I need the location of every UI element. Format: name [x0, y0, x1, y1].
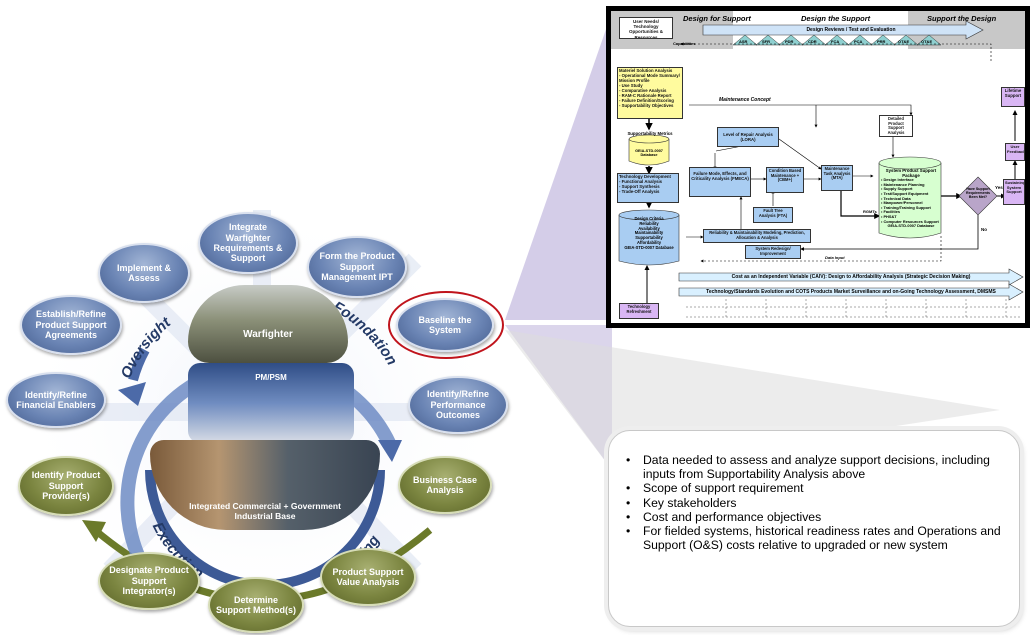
milestone-asr: ASR [739, 39, 748, 44]
callout-bullet: Key stakeholders [626, 496, 1015, 510]
pm-psm-label: PM/PSM [255, 373, 287, 382]
decision-label: Have Support Requirements Been Met? [966, 187, 990, 200]
node-integrate-warfighter[interactable]: Integrate Warfighter Requirements & Supp… [198, 212, 298, 274]
caiv-label: Cost as an Independent Variable (CAIV): … [731, 274, 971, 280]
milestone-cdr: CDR [808, 39, 817, 44]
node-identify-performance[interactable]: Identify/Refine Performance Outcomes [408, 376, 508, 434]
materiel-analysis-box: Materiel Solution Analysis - Operational… [617, 67, 683, 119]
tech-evolution-label: Technology/Standards Evolution and COTS … [706, 289, 996, 295]
phase-design-for-support: Design for Support [683, 14, 751, 23]
oversight-label: Oversight [118, 313, 175, 381]
baseline-callout: Data needed to assess and analyze suppor… [608, 430, 1020, 627]
lifetime-support-box: Lifetime Support [1001, 87, 1025, 107]
industrial-base-label: Integrated Commercial + Government Indus… [189, 501, 341, 521]
flowchart-arrows [618, 20, 1024, 318]
warfighter-label: Warfighter [243, 329, 293, 340]
maintenance-concept-label: Maintenance Concept [719, 97, 771, 103]
node-establish-refine[interactable]: Establish/Refine Product Support Agreeme… [20, 295, 122, 355]
capabilities-label: Capabilities [673, 41, 696, 46]
node-form-product-support[interactable]: Form the Product Support Management IPT [307, 236, 407, 298]
cbm-box: Condition Based Maintenance + (CBM+) [766, 167, 804, 193]
decision-no: No [981, 227, 987, 232]
node-product-value[interactable]: Product Support Value Analysis [320, 548, 416, 606]
node-business-case[interactable]: Business Case Analysis [398, 456, 492, 514]
supportability-flowchart: Design for Support Design the Support Su… [606, 6, 1030, 328]
mta-box: Maintenance Task Analysis (MTA) [821, 165, 853, 191]
node-identify-financial[interactable]: Identify/Refine Financial Enablers [6, 372, 106, 428]
tech-development-box: Technology Development - Functional Anal… [617, 173, 679, 203]
node-identify-provider[interactable]: Identify Product Support Provider(s) [18, 456, 114, 516]
milestone-ote-1: OT&E [898, 39, 910, 44]
rgmts-label: RGMTs [863, 209, 877, 214]
decision-yes: Yes [995, 185, 1003, 190]
design-reviews-label: Design Reviews / Test and Evaluation [806, 27, 896, 33]
phase-design-the-support: Design the Support [801, 14, 871, 23]
sustaining-box: Sustaining System Support [1003, 179, 1025, 205]
supportability-metrics-label: Supportability Metrics [627, 131, 673, 136]
design-criteria: Design Criteria Reliability Availability… [624, 216, 674, 250]
phase-support-the-design: Support the Design [927, 14, 997, 23]
user-needs-box: User Needs/ Technology Opportunities & R… [619, 17, 673, 39]
supportability-db-label: GEIA-STD-0007 Database [635, 149, 663, 157]
data-input-label: Data Input [825, 255, 845, 260]
callout-bullet: Scope of support requirement [626, 481, 1015, 495]
milestone-fca: FCA [831, 39, 840, 44]
callout-bullet: For fielded systems, historical readines… [626, 524, 1015, 552]
milestone-pdr: PDR [785, 39, 794, 44]
rm-modeling-box: Reliability & Maintainability Modeling, … [703, 229, 811, 243]
callout-bullet-list: Data needed to assess and analyze suppor… [617, 453, 1015, 552]
warfighter-photo: Warfighter [188, 285, 348, 363]
user-feedback-box: User Feedback [1005, 143, 1025, 161]
node-implement-assess[interactable]: Implement & Assess [98, 243, 190, 303]
fta-box: Fault Tree Analysis (FTA) [753, 207, 793, 223]
tech-refreshment-box: Technology Refreshment [619, 303, 659, 319]
pm-psm-photo: PM/PSM [188, 363, 354, 443]
node-determine-method[interactable]: Determine Support Method(s) [208, 577, 304, 633]
detailed-analysis-box: Detailed Product Support Analysis [879, 115, 913, 137]
lora-box: Level of Repair Analysis (LORA) [717, 127, 779, 147]
industrial-base-photo: Integrated Commercial + Government Indus… [150, 440, 380, 530]
redesign-box: System Redesign/ Improvement [745, 245, 801, 259]
node-designate-integrator[interactable]: Designate Product Support Integrator(s) [98, 552, 200, 610]
baseline-highlight-ring [388, 291, 504, 359]
flowchart-canvas: Design for Support Design the Support Su… [611, 11, 1025, 323]
callout-bullet: Data needed to assess and analyze suppor… [626, 453, 1015, 481]
milestone-ote-2: OT&E [921, 39, 933, 44]
milestone-prr: PRR [877, 39, 886, 44]
callout-bullet: Cost and performance objectives [626, 510, 1015, 524]
milestone-labels: ASR SFR PDR CDR FCA PCA PRR OT&E OT&E [733, 39, 943, 47]
milestone-sfr: SFR [762, 39, 770, 44]
sps-package: System Product Support Package • Design … [881, 168, 939, 229]
fmeca-box: Failure Mode, Effects, and Criticality A… [689, 167, 751, 197]
milestone-pca: PCA [854, 39, 863, 44]
